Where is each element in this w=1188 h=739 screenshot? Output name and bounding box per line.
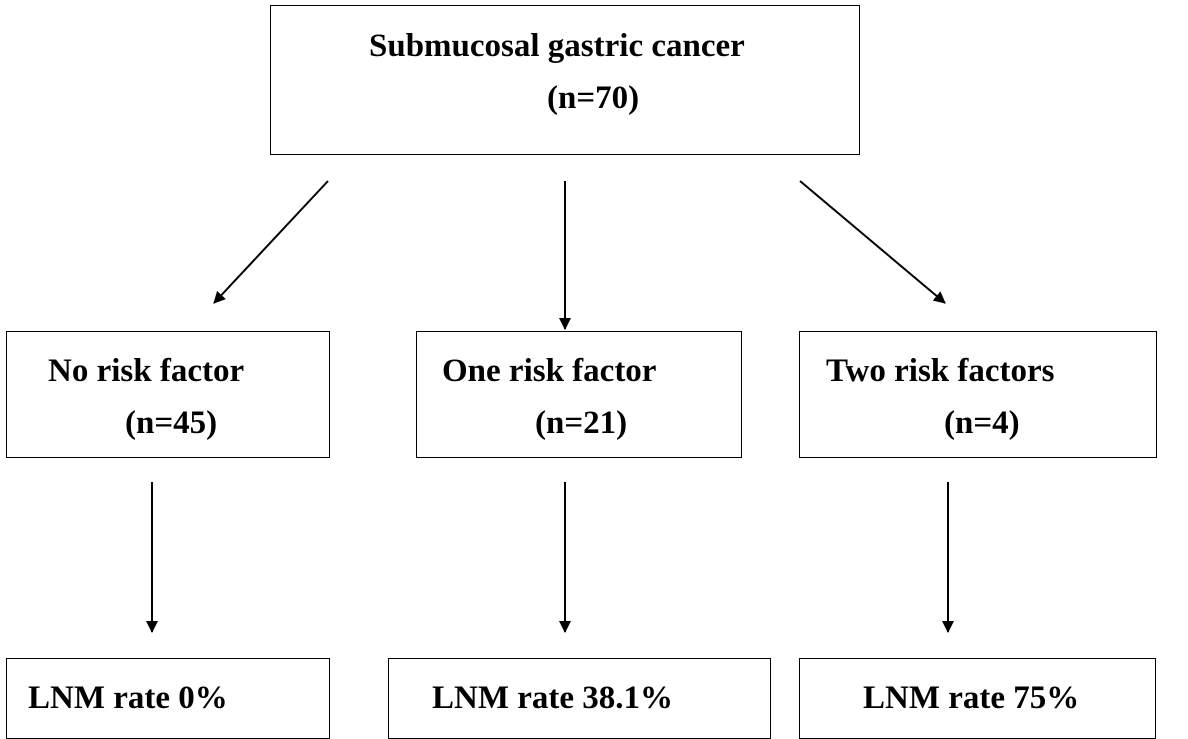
arrow-root-to-two-risk bbox=[799, 180, 946, 304]
root-node-title: Submucosal gastric cancer bbox=[369, 28, 745, 64]
outcome-node-text: LNM rate 75% bbox=[863, 680, 1080, 716]
group-node-label: No risk factor bbox=[48, 353, 245, 389]
group-node-label: Two risk factors bbox=[826, 353, 1055, 389]
outcome-node-one-risk: LNM rate 38.1% bbox=[388, 658, 771, 739]
root-node-count: (n=70) bbox=[547, 80, 640, 116]
group-node-count: (n=4) bbox=[944, 405, 1020, 441]
group-node-label: One risk factor bbox=[442, 353, 657, 389]
group-node-one-risk: One risk factor (n=21) bbox=[416, 331, 742, 458]
group-node-two-risk: Two risk factors (n=4) bbox=[799, 331, 1157, 458]
group-node-count: (n=21) bbox=[535, 405, 628, 441]
outcome-node-no-risk: LNM rate 0% bbox=[6, 658, 330, 739]
group-node-no-risk: No risk factor (n=45) bbox=[6, 331, 330, 458]
outcome-node-text: LNM rate 0% bbox=[28, 680, 228, 716]
outcome-node-two-risk: LNM rate 75% bbox=[799, 658, 1156, 739]
root-node-box: Submucosal gastric cancer (n=70) bbox=[270, 5, 860, 155]
arrow-root-to-no-risk bbox=[213, 180, 329, 304]
group-node-count: (n=45) bbox=[125, 405, 218, 441]
outcome-node-text: LNM rate 38.1% bbox=[432, 680, 674, 716]
